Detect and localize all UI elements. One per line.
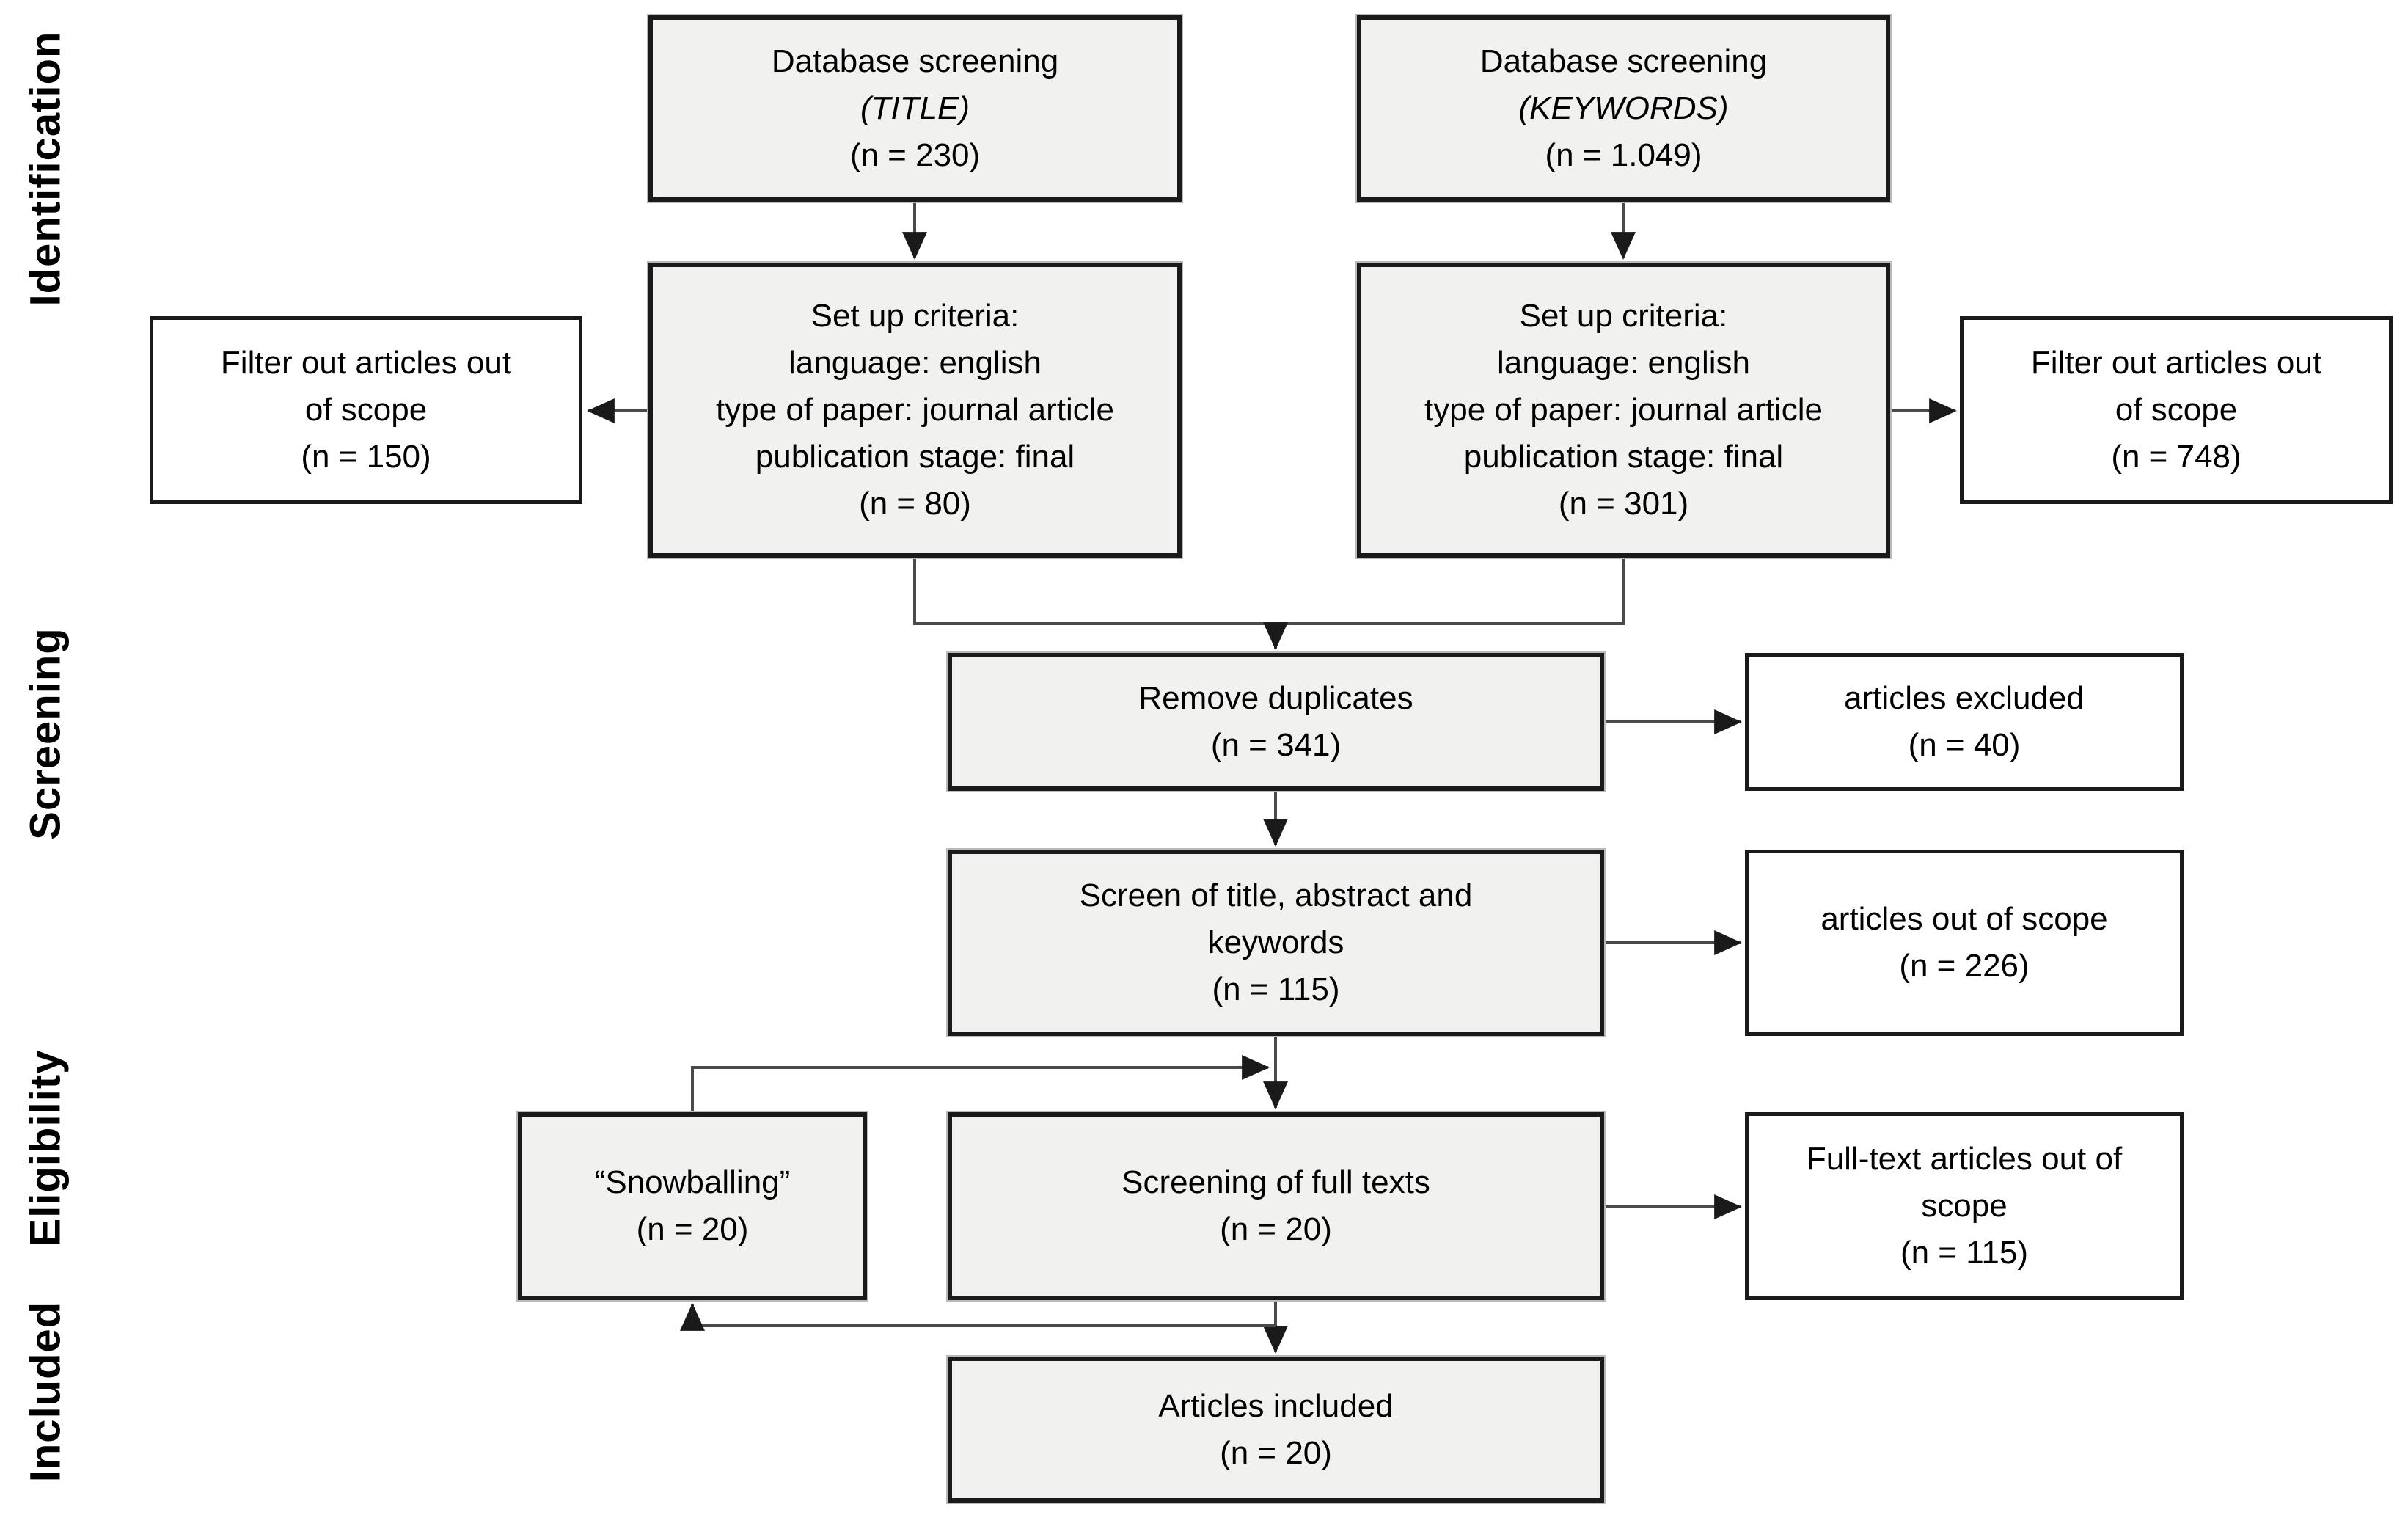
box-line: language: english xyxy=(1497,345,1750,381)
box-filter-out-keywords: Filter out articles out of scope (n = 74… xyxy=(1960,316,2393,504)
box-line: (n = 748) xyxy=(2111,439,2242,475)
box-line: type of paper: journal article xyxy=(1424,392,1823,428)
box-line: type of paper: journal article xyxy=(716,392,1114,428)
box-line: Database screening xyxy=(771,43,1059,79)
box-line: of scope xyxy=(304,392,428,428)
box-articles-out-of-scope: articles out of scope (n = 226) xyxy=(1745,850,2184,1036)
arrow-snowballing-to-fulltext-screening xyxy=(691,1055,1270,1111)
box-line: publication stage: final xyxy=(755,439,1075,475)
box-screen-title-abstract-keywords: Screen of title, abstract and keywords (… xyxy=(948,850,1604,1036)
box-line: (n = 115) xyxy=(1212,971,1340,1007)
box-line: (n = 20) xyxy=(636,1211,749,1247)
box-line: publication stage: final xyxy=(1463,439,1784,475)
box-line: Screen of title, abstract and xyxy=(1079,877,1473,913)
box-setup-criteria-keywords: Set up criteria: language: english type … xyxy=(1357,263,1890,558)
box-line: Full-text articles out of xyxy=(1806,1141,2123,1177)
box-line: of scope xyxy=(2115,392,2238,428)
box-line: Filter out articles out xyxy=(220,345,512,381)
box-articles-included: Articles included (n = 20) xyxy=(948,1357,1604,1503)
arrow-fulltext-to-snowballing xyxy=(680,1303,1276,1331)
box-remove-duplicates: Remove duplicates (n = 341) xyxy=(948,653,1604,791)
box-line: (n = 230) xyxy=(849,137,981,173)
box-line: Set up criteria: xyxy=(1519,298,1728,334)
box-line: (n = 341) xyxy=(1210,727,1342,763)
box-line: Remove duplicates xyxy=(1138,680,1413,716)
box-line: scope xyxy=(1921,1188,2008,1224)
box-line: Database screening xyxy=(1479,43,1768,79)
box-database-screening-keywords: Database screening (KEYWORDS) (n = 1.049… xyxy=(1357,15,1890,202)
box-line: (n = 226) xyxy=(1899,948,2030,984)
box-line: (n = 40) xyxy=(1908,727,2021,763)
box-line: (n = 1.049) xyxy=(1545,137,1702,173)
box-setup-criteria-title: Set up criteria: language: english type … xyxy=(648,263,1182,558)
box-line: Set up criteria: xyxy=(810,298,1020,334)
box-database-screening-title: Database screening (TITLE) (n = 230) xyxy=(648,15,1182,202)
box-line: (n = 150) xyxy=(301,439,431,475)
box-line: (n = 115) xyxy=(1900,1235,2029,1271)
box-line: (TITLE) xyxy=(860,90,970,126)
box-snowballing: “Snowballing” (n = 20) xyxy=(518,1112,867,1300)
connector-criteria-merge xyxy=(913,559,1625,625)
box-line: “Snowballing” xyxy=(594,1164,791,1200)
box-line: (n = 301) xyxy=(1558,486,1689,522)
box-line: (KEYWORDS) xyxy=(1518,90,1729,126)
box-fulltext-articles-out-of-scope: Full-text articles out of scope (n = 115… xyxy=(1745,1112,2184,1300)
box-line: Filter out articles out xyxy=(2030,345,2322,381)
box-line: Articles included xyxy=(1158,1387,1394,1424)
box-line: keywords xyxy=(1207,924,1344,960)
box-screening-full-texts: Screening of full texts (n = 20) xyxy=(948,1112,1604,1300)
box-line: language: english xyxy=(788,345,1042,381)
box-line: Screening of full texts xyxy=(1121,1164,1430,1200)
box-line: (n = 80) xyxy=(859,486,971,522)
box-articles-excluded: articles excluded (n = 40) xyxy=(1745,653,2184,791)
box-line: (n = 20) xyxy=(1220,1211,1332,1247)
box-filter-out-title: Filter out articles out of scope (n = 15… xyxy=(150,316,582,504)
box-line: articles excluded xyxy=(1844,680,2085,716)
box-line: (n = 20) xyxy=(1220,1434,1332,1471)
box-line: articles out of scope xyxy=(1820,901,2108,937)
